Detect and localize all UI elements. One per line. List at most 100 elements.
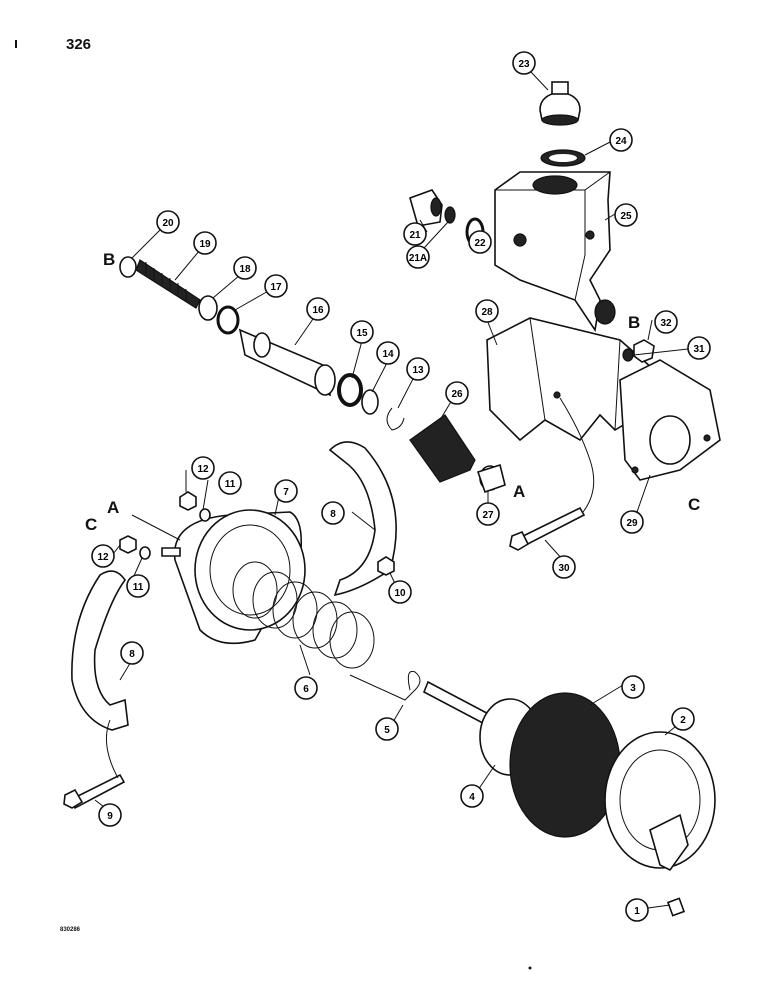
callout-1: 1 — [625, 898, 649, 922]
svg-text:21A: 21A — [409, 253, 427, 264]
spring-seat-20 — [119, 256, 137, 278]
mounting-plate-29 — [619, 359, 721, 481]
svg-text:11: 11 — [225, 479, 236, 490]
svg-text:19: 19 — [199, 239, 211, 250]
callout-24: 24 — [609, 128, 633, 152]
nut-10 — [377, 556, 395, 576]
svg-text:16: 16 — [312, 305, 324, 316]
svg-text:25: 25 — [620, 211, 632, 222]
callout-17: 17 — [264, 274, 288, 298]
stray-dot — [528, 966, 532, 970]
clamp-band-8-right — [328, 441, 397, 597]
callout-2: 2 — [671, 707, 695, 731]
washer-31 — [622, 348, 634, 362]
callout-22: 22 — [468, 230, 492, 254]
letter-b-right: B — [628, 313, 640, 332]
spring-19 — [135, 259, 201, 309]
letter-c-right: C — [688, 495, 700, 514]
svg-text:10: 10 — [394, 588, 406, 599]
callout-32: 32 — [654, 310, 678, 334]
letter-b-left: B — [103, 250, 115, 269]
callout-19: 19 — [193, 231, 217, 255]
nut-32 — [633, 339, 655, 363]
callout-8-left: 8 — [120, 641, 144, 665]
svg-text:30: 30 — [558, 563, 570, 574]
clamp-band-8-left — [71, 570, 129, 731]
callout-21: 21 — [403, 222, 427, 246]
callout-16: 16 — [306, 297, 330, 321]
callout-25: 25 — [614, 203, 638, 227]
cap-gasket-24 — [540, 149, 586, 167]
svg-text:7: 7 — [283, 487, 289, 498]
callout-30: 30 — [552, 555, 576, 579]
svg-text:4: 4 — [469, 792, 475, 803]
washer-14 — [361, 389, 379, 415]
callout-12-upper: 12 — [191, 456, 215, 480]
nut-12-upper — [179, 491, 197, 511]
svg-text:11: 11 — [133, 582, 144, 593]
booster-housing-7 — [161, 509, 306, 645]
bolt-9 — [63, 719, 126, 810]
callout-21a: 21A — [406, 245, 430, 269]
mounting-bracket-28 — [486, 317, 666, 442]
piston-16 — [238, 328, 336, 397]
reference-code: 830286 — [60, 927, 81, 933]
callout-29: 29 — [620, 510, 644, 534]
svg-text:13: 13 — [412, 365, 424, 376]
callout-5: 5 — [375, 717, 399, 741]
cover-2 — [604, 731, 716, 872]
callout-11-lower: 11 — [126, 574, 150, 598]
callout-12-lower: 12 — [91, 544, 115, 568]
svg-text:29: 29 — [626, 518, 638, 529]
boot-26 — [409, 414, 476, 483]
callout-6: 6 — [294, 676, 318, 700]
fitting-21 — [409, 189, 443, 227]
svg-text:32: 32 — [660, 318, 672, 329]
callout-4: 4 — [460, 784, 484, 808]
push-rod-end-27 — [476, 463, 506, 494]
callout-7: 7 — [274, 479, 298, 503]
svg-text:2: 2 — [680, 715, 686, 726]
svg-text:20: 20 — [162, 218, 174, 229]
reservoir-cap-23 — [539, 81, 581, 126]
svg-text:12: 12 — [197, 464, 209, 475]
svg-text:22: 22 — [474, 238, 486, 249]
svg-text:23: 23 — [518, 59, 530, 70]
snap-ring-13 — [386, 407, 405, 431]
callout-15: 15 — [350, 320, 374, 344]
svg-text:31: 31 — [693, 344, 705, 355]
svg-text:24: 24 — [615, 136, 627, 147]
letter-a-right: A — [513, 482, 525, 501]
letter-a-left: A — [107, 498, 119, 517]
callout-11-upper: 11 — [218, 471, 242, 495]
master-cylinder-body-25 — [494, 171, 616, 333]
svg-text:1: 1 — [634, 906, 640, 917]
callout-26: 26 — [445, 381, 469, 405]
washer-11-lower — [139, 546, 151, 560]
diaphragm-3 — [509, 692, 621, 838]
callout-28: 28 — [475, 299, 499, 323]
callout-23: 23 — [512, 51, 536, 75]
callout-20: 20 — [156, 210, 180, 234]
svg-text:14: 14 — [382, 349, 394, 360]
callout-18: 18 — [233, 256, 257, 280]
seal-15 — [337, 373, 363, 407]
svg-text:28: 28 — [481, 307, 493, 318]
callout-31: 31 — [687, 336, 711, 360]
margin-mark — [15, 40, 17, 48]
callout-8-right: 8 — [321, 501, 345, 525]
svg-text:3: 3 — [630, 683, 636, 694]
washer-21a — [444, 206, 456, 224]
callout-14: 14 — [376, 341, 400, 365]
link-rod-5 — [349, 670, 421, 701]
bolt-30 — [509, 397, 595, 551]
fitting-1 — [666, 897, 686, 917]
svg-text:26: 26 — [451, 389, 463, 400]
washer-11-upper — [199, 508, 211, 522]
letter-c-left: C — [85, 515, 97, 534]
svg-text:17: 17 — [270, 282, 282, 293]
svg-text:8: 8 — [330, 509, 336, 520]
callout-10: 10 — [388, 580, 412, 604]
svg-text:18: 18 — [239, 264, 251, 275]
